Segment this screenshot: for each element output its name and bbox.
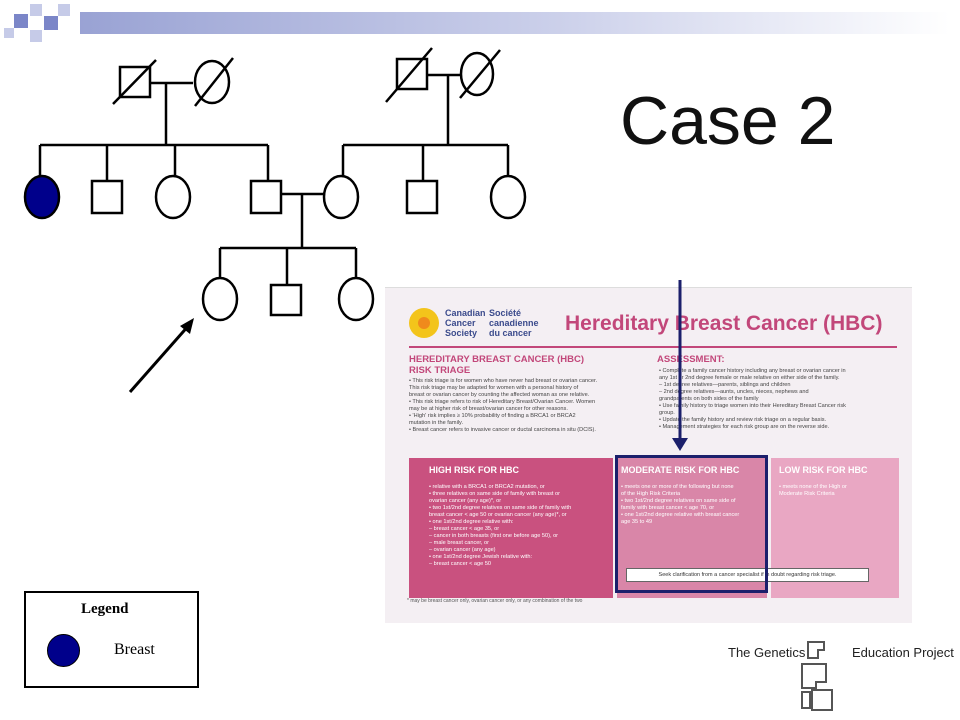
- mother: [322, 174, 360, 220]
- moderate-risk-text: • meets one or more of the following but…: [621, 484, 740, 525]
- deceased-slash: [385, 47, 433, 103]
- triage-heading: HEREDITARY BREAST CANCER (HBC)RISK TRIAG…: [409, 354, 585, 376]
- maternal-aunt: [489, 174, 527, 220]
- low-risk-heading: LOW RISK FOR HBC: [779, 465, 868, 475]
- affected-symbol-icon: [47, 634, 80, 667]
- divider: [409, 346, 897, 348]
- corner-decoration: [4, 4, 70, 42]
- low-risk-text: • meets none of the High or Moderate Ris…: [779, 484, 847, 497]
- maternal-uncle: [405, 179, 439, 215]
- assessment-heading: ASSESSMENT:: [657, 354, 725, 365]
- clarification-note: Seek clarification from a cancer special…: [626, 568, 869, 582]
- moderate-risk-heading: MODERATE RISK FOR HBC: [621, 465, 740, 475]
- logo-text-right: Education Project: [852, 645, 954, 660]
- proband-arrowhead: [180, 318, 194, 334]
- title-bar-decoration: [80, 12, 950, 34]
- son: [269, 283, 303, 317]
- paternal-grandmother: [193, 59, 231, 105]
- logo-text-left: The Genetics: [728, 645, 806, 660]
- maternal-grandmother: [459, 51, 495, 97]
- high-risk-text: • relative with a BRCA1 or BRCA2 mutatio…: [429, 484, 572, 567]
- paternal-uncle: [90, 179, 124, 215]
- pointer-arrow: [672, 280, 688, 451]
- footnote: * may be breast cancer only, ovarian can…: [407, 598, 583, 604]
- deceased-slash: [194, 57, 234, 107]
- daffodil-logo-icon: [409, 308, 439, 338]
- document-title: Hereditary Breast Cancer (HBC): [565, 312, 883, 335]
- daughter-1: [201, 276, 239, 322]
- paternal-aunt: [23, 174, 61, 220]
- assessment-text: • Complete a family cancer history inclu…: [659, 368, 846, 430]
- deceased-slash: [459, 49, 501, 99]
- legend-title: Legend: [81, 601, 129, 617]
- moderate-risk-highlight: [615, 455, 768, 593]
- triage-text: • This risk triage is for women who have…: [409, 378, 598, 433]
- high-risk-heading: HIGH RISK FOR HBC: [429, 465, 519, 475]
- paternal-aunt-2: [154, 174, 192, 220]
- proband-arrow: [128, 323, 192, 393]
- legend-label-breast: Breast: [114, 641, 155, 658]
- high-risk-box: HIGH RISK FOR HBC • relative with a BRCA…: [409, 458, 613, 598]
- daughter-2: [337, 276, 375, 322]
- legend: Legend Breast: [24, 591, 199, 688]
- deceased-slash: [112, 59, 157, 105]
- puzzle-logo-icon: [801, 641, 833, 711]
- father: [249, 179, 283, 215]
- slide-title: Case 2: [620, 83, 836, 159]
